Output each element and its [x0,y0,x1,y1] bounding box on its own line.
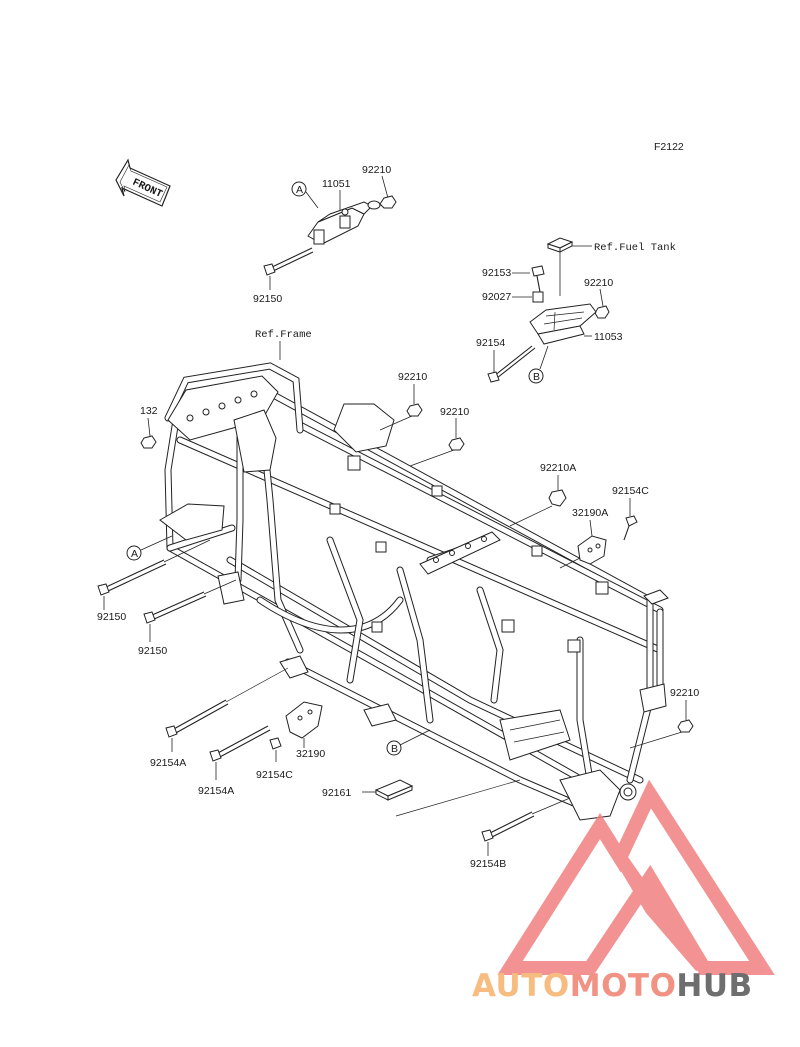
label-92150-left2: 92150 [138,645,167,657]
marker-b-frame [386,740,402,756]
ref-fuel-tank: Ref.Fuel Tank [594,242,676,254]
ref-frame: Ref.Frame [255,329,312,341]
bracket-11051-group: A 11051 92210 92150 [253,164,397,305]
left-callouts: 132 A 92150 92150 [97,405,237,657]
label-92027: 92027 [482,291,511,303]
label-32190: 32190 [296,748,325,760]
label-92154A-1: 92154A [150,757,186,769]
marker-a-top [291,181,307,197]
marker-b-top-label: B [533,371,540,383]
label-92210-top: 92210 [362,164,391,176]
marker-b-top [528,368,544,384]
label-92154C-right: 92154C [612,485,649,497]
label-92154B: 92154B [470,858,506,870]
label-92154C-bottom: 92154C [256,769,293,781]
watermark-auto: AUTO [472,968,570,1004]
label-92210-right: 92210 [670,687,699,699]
figure-id: F2122 [654,141,684,153]
label-32190A: 32190A [572,507,608,519]
watermark-text: AUTOMOTOHUB [472,968,753,1004]
label-11053: 11053 [594,331,623,343]
lower-callouts: 92154A 92154A 92154C 32190 B 92161 [150,667,571,870]
automotohub-watermark: AUTOMOTOHUB [472,779,775,1004]
label-92161: 92161 [322,787,351,799]
label-92210-tank: 92210 [584,277,613,289]
label-92154: 92154 [476,337,505,349]
upper-right-callouts: 92210 92210 92210A 92154C 32190A 92210 [379,371,699,749]
label-132: 132 [140,405,158,417]
marker-b-frame-label: B [391,743,398,755]
label-92153: 92153 [482,267,511,279]
main-frame [159,362,669,821]
marker-a-frame-label: A [131,548,138,560]
label-92210-mid2: 92210 [440,406,469,418]
marker-a-frame [126,545,142,561]
watermark-hub: HUB [676,968,752,1004]
label-11051: 11051 [322,178,351,190]
label-92210-mid1: 92210 [398,371,427,383]
label-92150-top: 92150 [253,293,282,305]
triangle-logo-icon [497,779,775,975]
watermark-moto: MOTO [570,968,677,1004]
label-92154A-2: 92154A [198,785,234,797]
label-92210A: 92210A [540,462,576,474]
bracket-11053-group: Ref.Fuel Tank 92153 92027 92210 11053 92… [476,237,676,384]
label-92150-left1: 92150 [97,611,126,623]
marker-a-top-label: A [296,184,303,196]
front-arrow-icon: FRONT [115,158,171,207]
